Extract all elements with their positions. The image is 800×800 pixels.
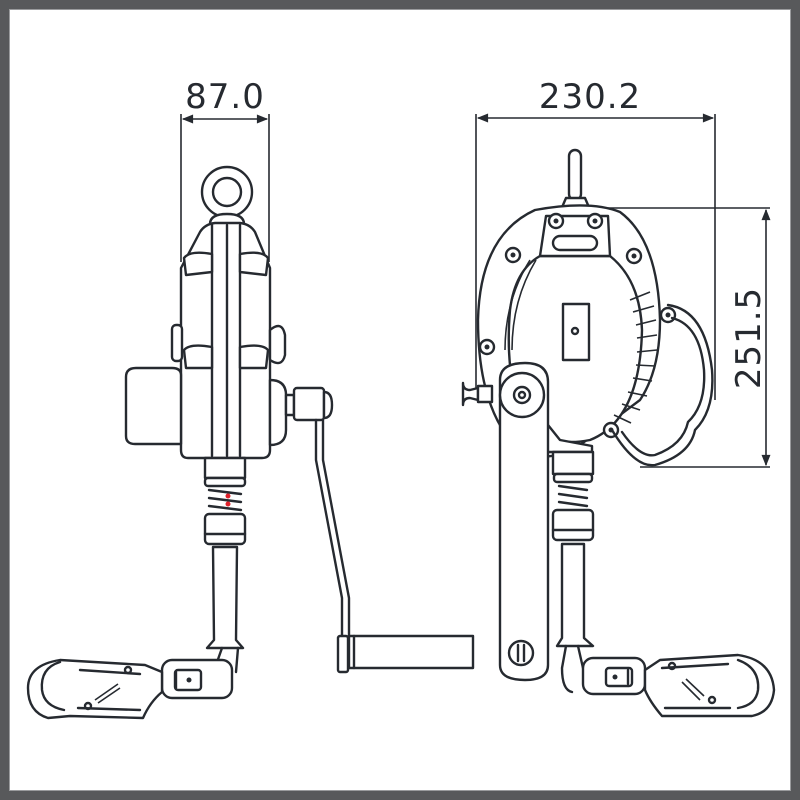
front-view-device bbox=[461, 148, 714, 467]
side-view-device bbox=[124, 165, 334, 460]
front-view-lanyard bbox=[551, 450, 776, 718]
dimension-front-width: 230.2 bbox=[475, 77, 716, 400]
dimension-label-87: 87.0 bbox=[185, 77, 265, 117]
front-view-crank-arm bbox=[498, 361, 550, 682]
side-view-crank-handle bbox=[314, 418, 475, 674]
dimension-label-251: 251.5 bbox=[729, 287, 769, 389]
dimension-side-width: 87.0 bbox=[180, 77, 270, 262]
side-view-lanyard bbox=[26, 456, 247, 720]
dimension-label-230: 230.2 bbox=[539, 77, 641, 117]
dimension-front-height: 251.5 bbox=[588, 207, 771, 468]
